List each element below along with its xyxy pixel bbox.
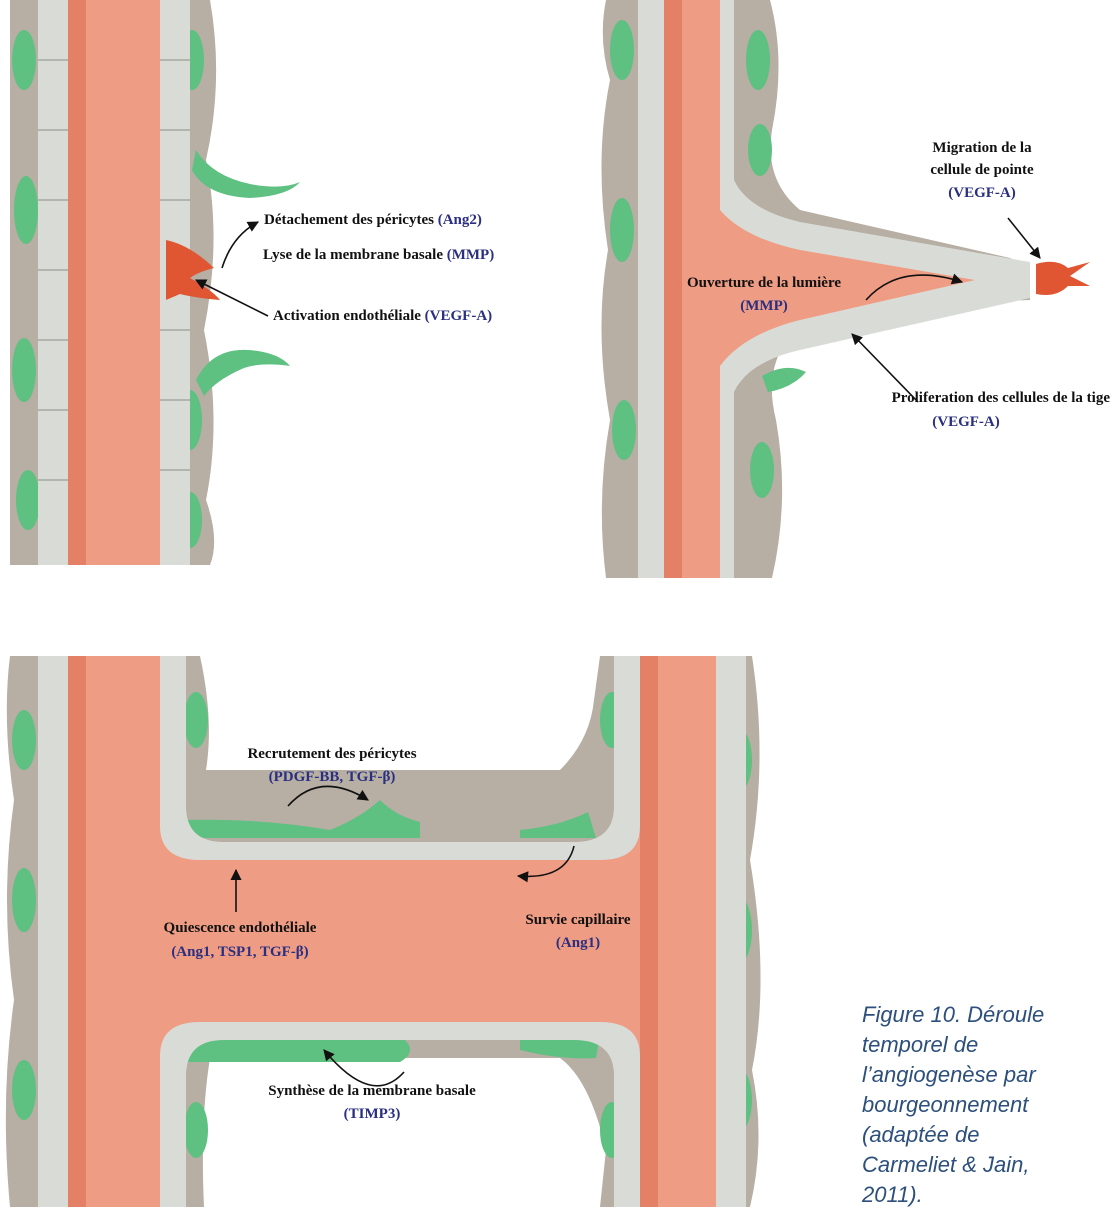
label-lumen-opening: Ouverture de la lumière [687,275,841,291]
label-migration-2: cellule de pointe [930,162,1034,178]
detached-pericyte-lower [196,350,290,396]
vessel-lumen-shade [68,0,86,565]
tip-cell-2 [1036,262,1090,295]
label-proliferation-factor: (VEGF-A) [932,414,1000,430]
label-migration-factor: (VEGF-A) [948,185,1016,201]
label-quiescence-factor: (Ang1, TSP1, TGF-β) [171,944,308,960]
label-basement-lysis: Lyse de la membrane basale (MMP) [263,247,494,263]
lumen-shade-right-3 [640,656,658,1207]
figure-caption: Figure 10. Déroule temporel de l’angioge… [862,1000,1115,1210]
label-recruitment: Recrutement des péricytes [247,746,416,762]
panel-2-sprout-elongation: Migration de la cellule de pointe (VEGF-… [601,0,1110,578]
label-survival-factor: (Ang1) [556,935,600,951]
label-survival: Survie capillaire [525,912,630,928]
label-endothelial-activation: Activation endothéliale (VEGF-A) [273,308,492,324]
label-synthesis-factor: (TIMP3) [344,1106,401,1122]
panel-3-maturation: Recrutement des péricytes (PDGF-BB, TGF-… [6,656,761,1207]
label-synthesis: Synthèse de la membrane basale [268,1083,476,1099]
basement-membrane-left-2 [601,0,644,578]
arrow-tip-migration [1008,218,1040,258]
panel-1-pericyte-detachment: Détachement des péricytes (Ang2) Lyse de… [10,0,494,565]
arrow-detachment [222,222,258,268]
label-recruitment-factor: (PDGF-BB, TGF-β) [269,769,396,785]
label-lumen-factor: (MMP) [740,298,787,314]
vessel-lumen-shade-2 [664,0,682,578]
lumen-shade-left-3 [68,656,86,1207]
label-quiescence: Quiescence endothéliale [164,920,317,936]
label-migration-1: Migration de la [932,140,1032,156]
label-proliferation: Proliferation des cellules de la tige [892,390,1111,406]
label-pericyte-detachment: Détachement des péricytes (Ang2) [264,212,482,228]
